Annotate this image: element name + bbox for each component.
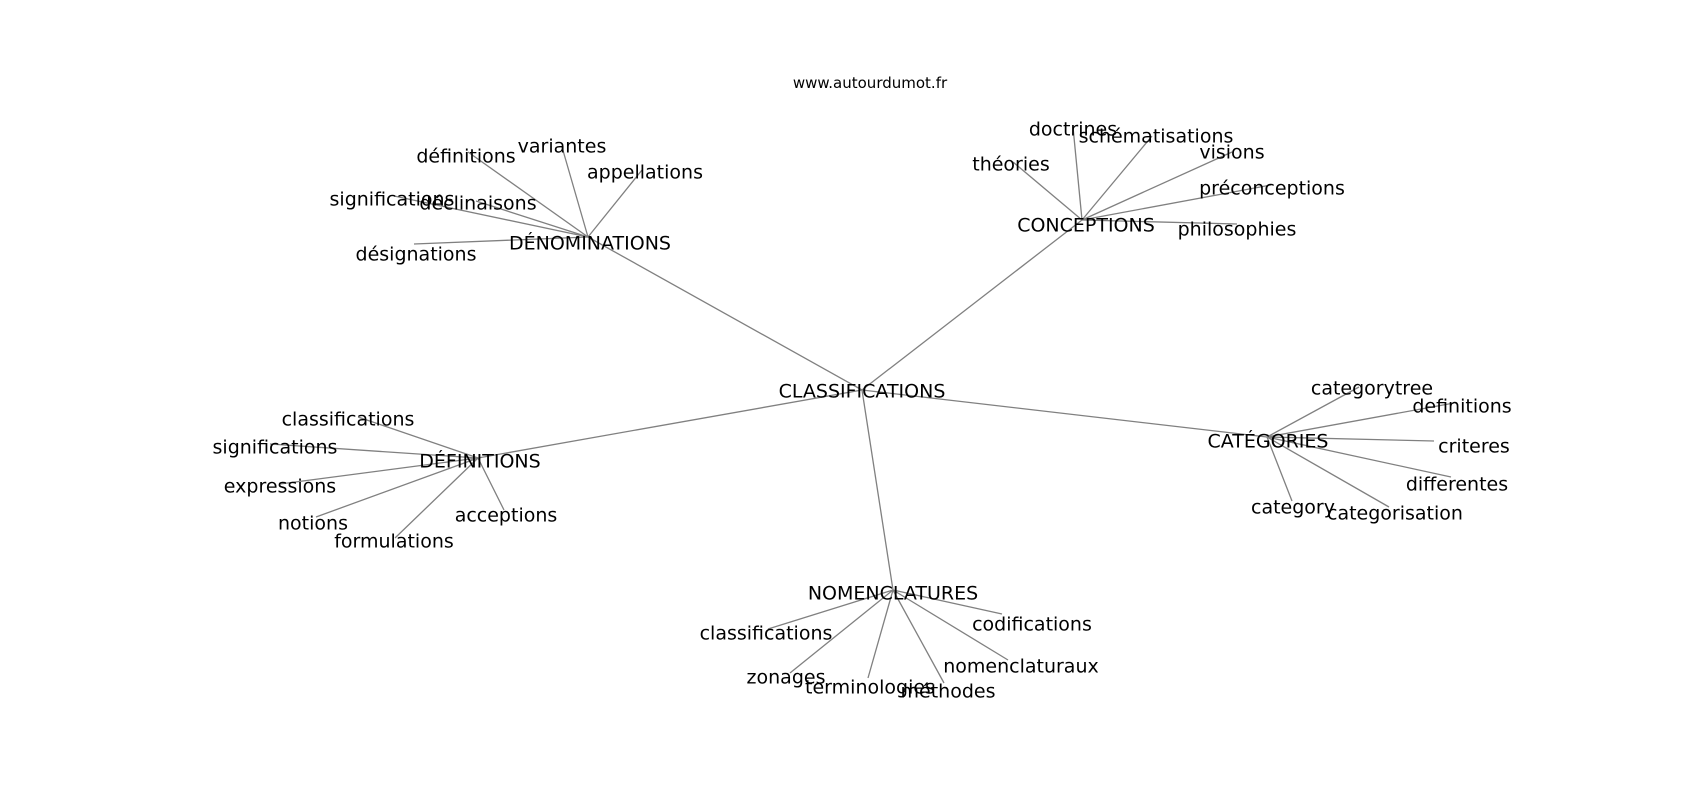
hub-node-label-definitions: DÉFINITIONS [419, 450, 540, 473]
leaf-node-label: définitions [416, 146, 515, 168]
edge-nomenclatures-leaf-1 [892, 589, 1003, 615]
leaf-node-label: notions [278, 513, 348, 535]
edge-categories-leaf-4 [1266, 436, 1293, 502]
leaf-node-label: terminologies [805, 677, 935, 699]
edge-conceptions-leaf-3 [1081, 151, 1233, 221]
hub-node-label-denominations: DÉNOMINATIONS [509, 232, 671, 255]
edge-denominations-leaf-0 [561, 146, 589, 238]
edge-definitions-leaf-1 [269, 443, 479, 459]
leaf-node-label: visions [1199, 142, 1264, 164]
leaf-node-label: classifications [700, 623, 833, 645]
leaf-node-label: méthodes [901, 681, 996, 703]
edge-categories-leaf-5 [1266, 436, 1390, 508]
site-label: www.autourdumot.fr [793, 74, 948, 92]
edge-conceptions-leaf-1 [1081, 135, 1153, 221]
edge-conceptions-leaf-0 [1072, 126, 1083, 221]
leaf-node-label: nomenclaturaux [943, 656, 1099, 678]
edge-conceptions-leaf-2 [1012, 161, 1083, 221]
edge-denominations-leaf-5 [413, 236, 589, 245]
edge-center-denominations [587, 236, 863, 391]
leaf-node-label: definitions [1412, 396, 1511, 418]
leaf-node-label: expressions [224, 476, 336, 498]
edge-denominations-leaf-4 [475, 200, 589, 238]
edge-nomenclatures-leaf-5 [892, 589, 945, 684]
leaf-node-label: zonages [747, 667, 826, 689]
edge-center-definitions [477, 389, 863, 459]
edge-definitions-leaf-3 [315, 457, 479, 518]
edge-denominations-leaf-3 [393, 195, 589, 238]
edge-center-categories [861, 389, 1268, 438]
leaf-node-label: formulations [334, 531, 454, 553]
edge-definitions-leaf-0 [357, 416, 479, 459]
leaf-node-label: théories [972, 154, 1049, 176]
leaf-node-label: categorisation [1327, 503, 1463, 525]
edge-conceptions-leaf-4 [1081, 184, 1272, 221]
leaf-node-label: significations [213, 437, 338, 459]
leaf-node-label: criteres [1438, 436, 1510, 458]
leaf-node-label: variantes [518, 136, 607, 158]
edge-definitions-leaf-5 [477, 457, 505, 511]
leaf-node-label: appellations [587, 162, 703, 184]
leaf-node-label: schématisations [1079, 126, 1234, 148]
edge-conceptions-leaf-5 [1081, 219, 1238, 225]
edge-categories-leaf-3 [1266, 436, 1452, 478]
edge-definitions-leaf-2 [279, 457, 479, 485]
edge-categories-leaf-0 [1266, 386, 1360, 438]
edge-center-conceptions [861, 219, 1083, 391]
edge-definitions-leaf-4 [394, 457, 479, 539]
leaf-node-label: acceptions [455, 505, 558, 527]
edge-denominations-leaf-1 [467, 151, 589, 238]
leaf-node-label: codifications [972, 614, 1092, 636]
edge-nomenclatures-leaf-3 [789, 589, 894, 674]
hub-node-label-categories: CATÉGORIES [1208, 430, 1329, 453]
leaf-node-label: philosophies [1178, 219, 1297, 241]
leaf-node-label: categorytree [1311, 378, 1433, 400]
graph-labels: CLASSIFICATIONS DÉNOMINATIONS variantesdéf… [213, 119, 1512, 703]
leaf-node-label: classifications [282, 409, 415, 431]
center-node-label: CLASSIFICATIONS [779, 381, 946, 403]
leaf-node-label: désignations [356, 244, 477, 266]
leaf-node-label: differentes [1406, 474, 1508, 496]
edge-nomenclatures-leaf-0 [767, 589, 894, 630]
graph-edges [269, 126, 1455, 684]
edge-categories-leaf-1 [1266, 402, 1455, 438]
hub-node-label-conceptions: CONCEPTIONS [1017, 215, 1155, 237]
hub-node-label-nomenclatures: NOMENCLATURES [808, 583, 978, 605]
edge-denominations-leaf-2 [587, 169, 643, 238]
edge-nomenclatures-leaf-2 [892, 589, 1009, 661]
edge-center-nomenclatures [861, 389, 894, 591]
leaf-node-label: préconceptions [1199, 178, 1345, 200]
edge-nomenclatures-leaf-4 [867, 589, 894, 679]
edge-categories-leaf-2 [1266, 436, 1435, 442]
leaf-node-label: category [1251, 497, 1335, 519]
leaf-node-label: déclinaisons [419, 193, 536, 215]
leaf-node-label: doctrines [1029, 119, 1117, 141]
leaf-node-label: significations [330, 189, 455, 211]
